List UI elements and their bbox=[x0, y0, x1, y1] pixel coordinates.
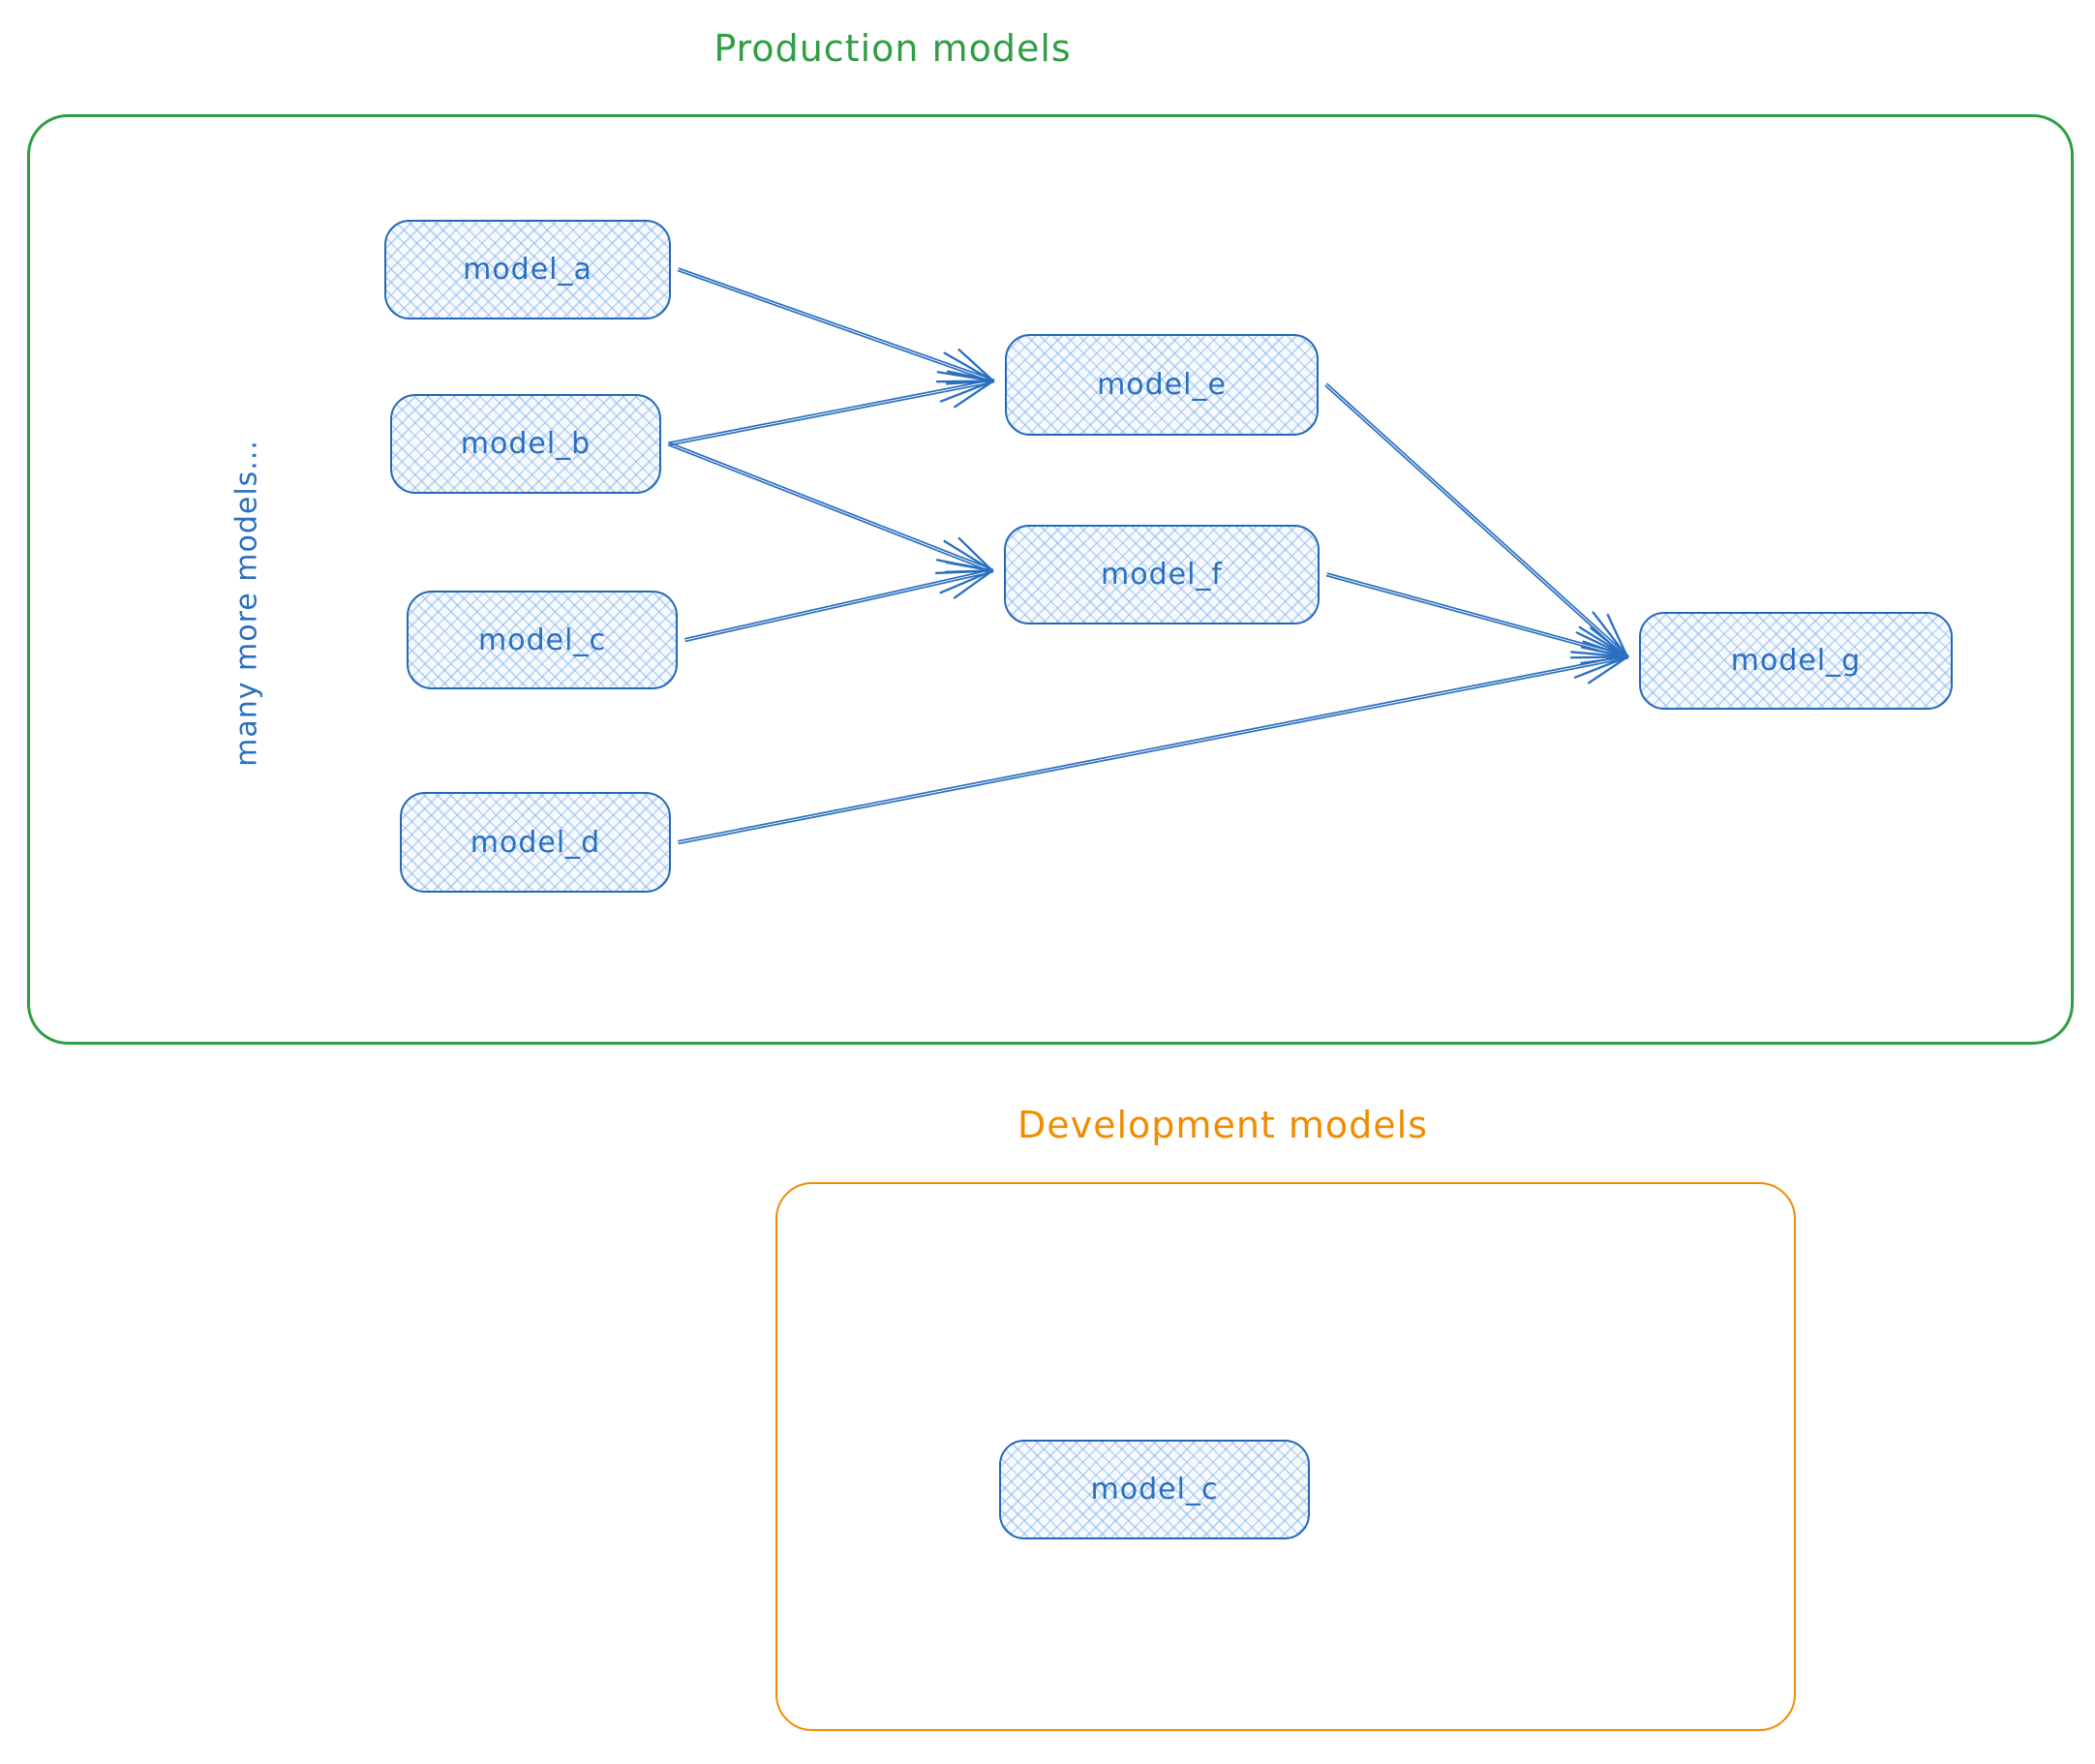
node-label: model_c bbox=[478, 623, 606, 657]
node-model-g: model_g bbox=[1639, 612, 1953, 710]
node-model-a: model_a bbox=[384, 220, 671, 319]
node-label: model_a bbox=[463, 253, 592, 287]
node-model-b: model_b bbox=[390, 394, 661, 494]
development-zone-title: Development models bbox=[1017, 1104, 1429, 1146]
production-container bbox=[27, 114, 2074, 1045]
node-label: model_b bbox=[460, 427, 592, 461]
node-label: model_d bbox=[470, 825, 601, 860]
node-label: model_g bbox=[1730, 644, 1862, 678]
node-model-d: model_d bbox=[400, 792, 671, 893]
node-label: model_f bbox=[1101, 558, 1223, 592]
node-label: model_c bbox=[1090, 1473, 1219, 1506]
development-container bbox=[775, 1182, 1796, 1731]
node-model-f: model_f bbox=[1004, 525, 1320, 624]
node-model-c: model_c bbox=[407, 591, 678, 689]
node-model-c-dev: model_c bbox=[999, 1440, 1310, 1539]
node-model-e: model_e bbox=[1005, 334, 1319, 436]
node-label: model_e bbox=[1097, 368, 1227, 402]
production-zone-title: Production models bbox=[714, 27, 1072, 70]
many-more-models-note: many more models... bbox=[229, 440, 264, 767]
